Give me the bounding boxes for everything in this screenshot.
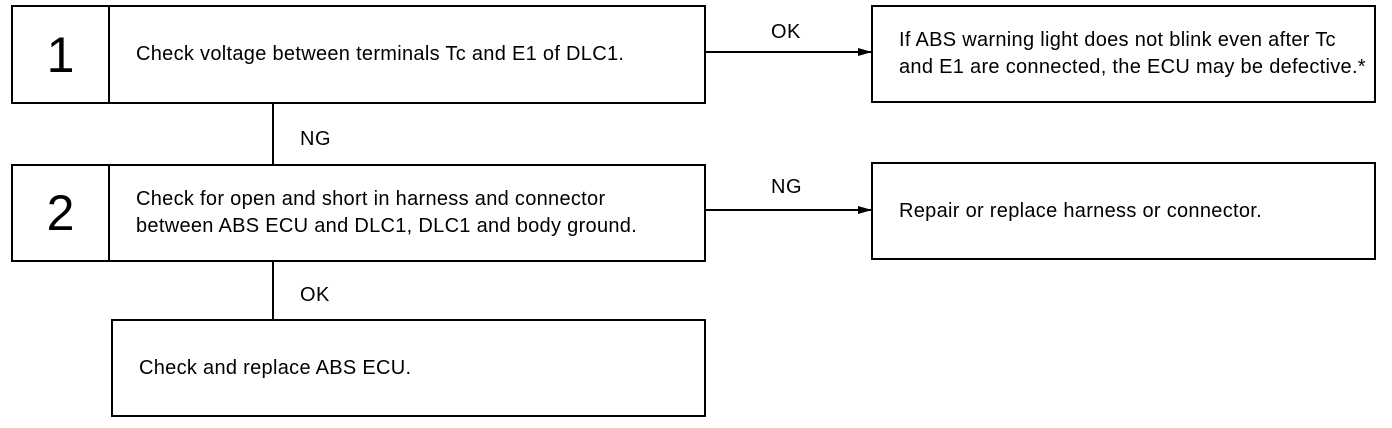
step-1-text: Check voltage between terminals Tc and E… (136, 43, 625, 65)
step-1-ok-result-text: If ABS warning light does not blink even… (899, 29, 1366, 78)
step-1-box: 1 Check voltage between terminals Tc and… (11, 5, 706, 104)
step-2-text: Check for open and short in harness and … (136, 188, 638, 237)
step-2-box: 2 Check for open and short in harness an… (11, 164, 706, 262)
step-1-ng-label: NG (300, 128, 331, 150)
step-2-number: 2 (13, 166, 110, 260)
final-result-text: Check and replace ABS ECU. (139, 356, 412, 379)
step-1-number: 1 (13, 7, 110, 102)
step-2-ng-label: NG (771, 176, 802, 198)
step-2-ng-result-text: Repair or replace harness or connector. (899, 199, 1262, 222)
step-1-ok-result-box: If ABS warning light does not blink even… (871, 5, 1376, 103)
step-1-ok-label: OK (771, 21, 801, 43)
step-2-ok-label: OK (300, 284, 330, 306)
final-result-box: Check and replace ABS ECU. (111, 319, 706, 417)
step-2-ng-result-box: Repair or replace harness or connector. (871, 162, 1376, 260)
